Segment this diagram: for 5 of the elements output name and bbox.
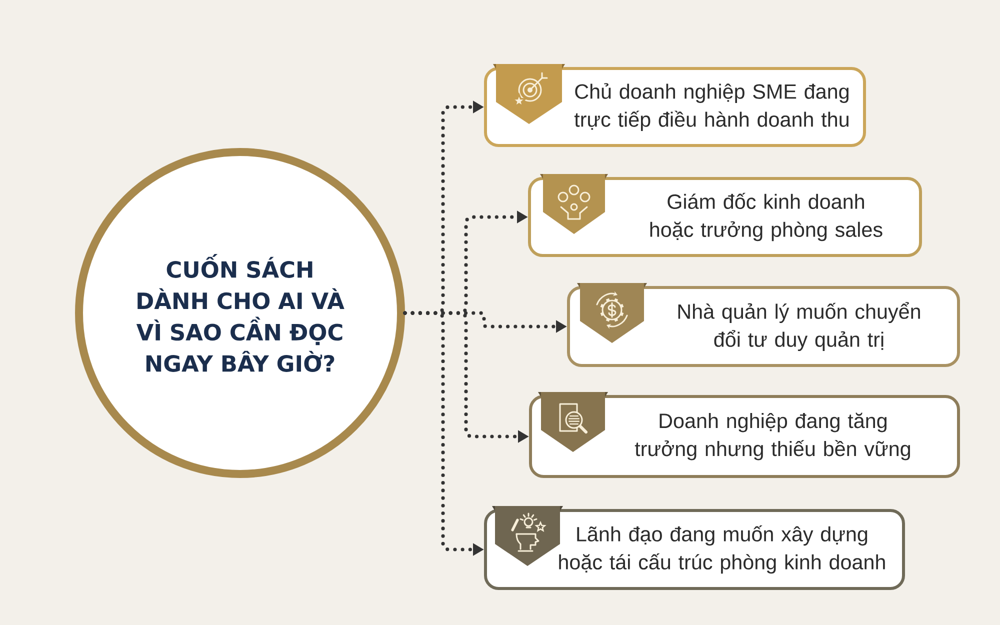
rounded-box: Lãnh đạo đang muốn xây dựng hoặc tái cấu trúc phòng kinh doanh (484, 509, 905, 590)
rounded-box: Giám đốc kinh doanh hoặc trưởng phòng sales (528, 177, 922, 257)
rounded-box: Nhà quản lý muốn chuyển đổi tư duy quản trị (567, 286, 960, 367)
rounded-box: Chủ doanh nghiệp SME đang trực tiếp điều hành doanh thu (484, 67, 866, 147)
rounded-box: Doanh nghiệp đang tăng trưởng nhưng thiếu bền vững (529, 395, 960, 478)
